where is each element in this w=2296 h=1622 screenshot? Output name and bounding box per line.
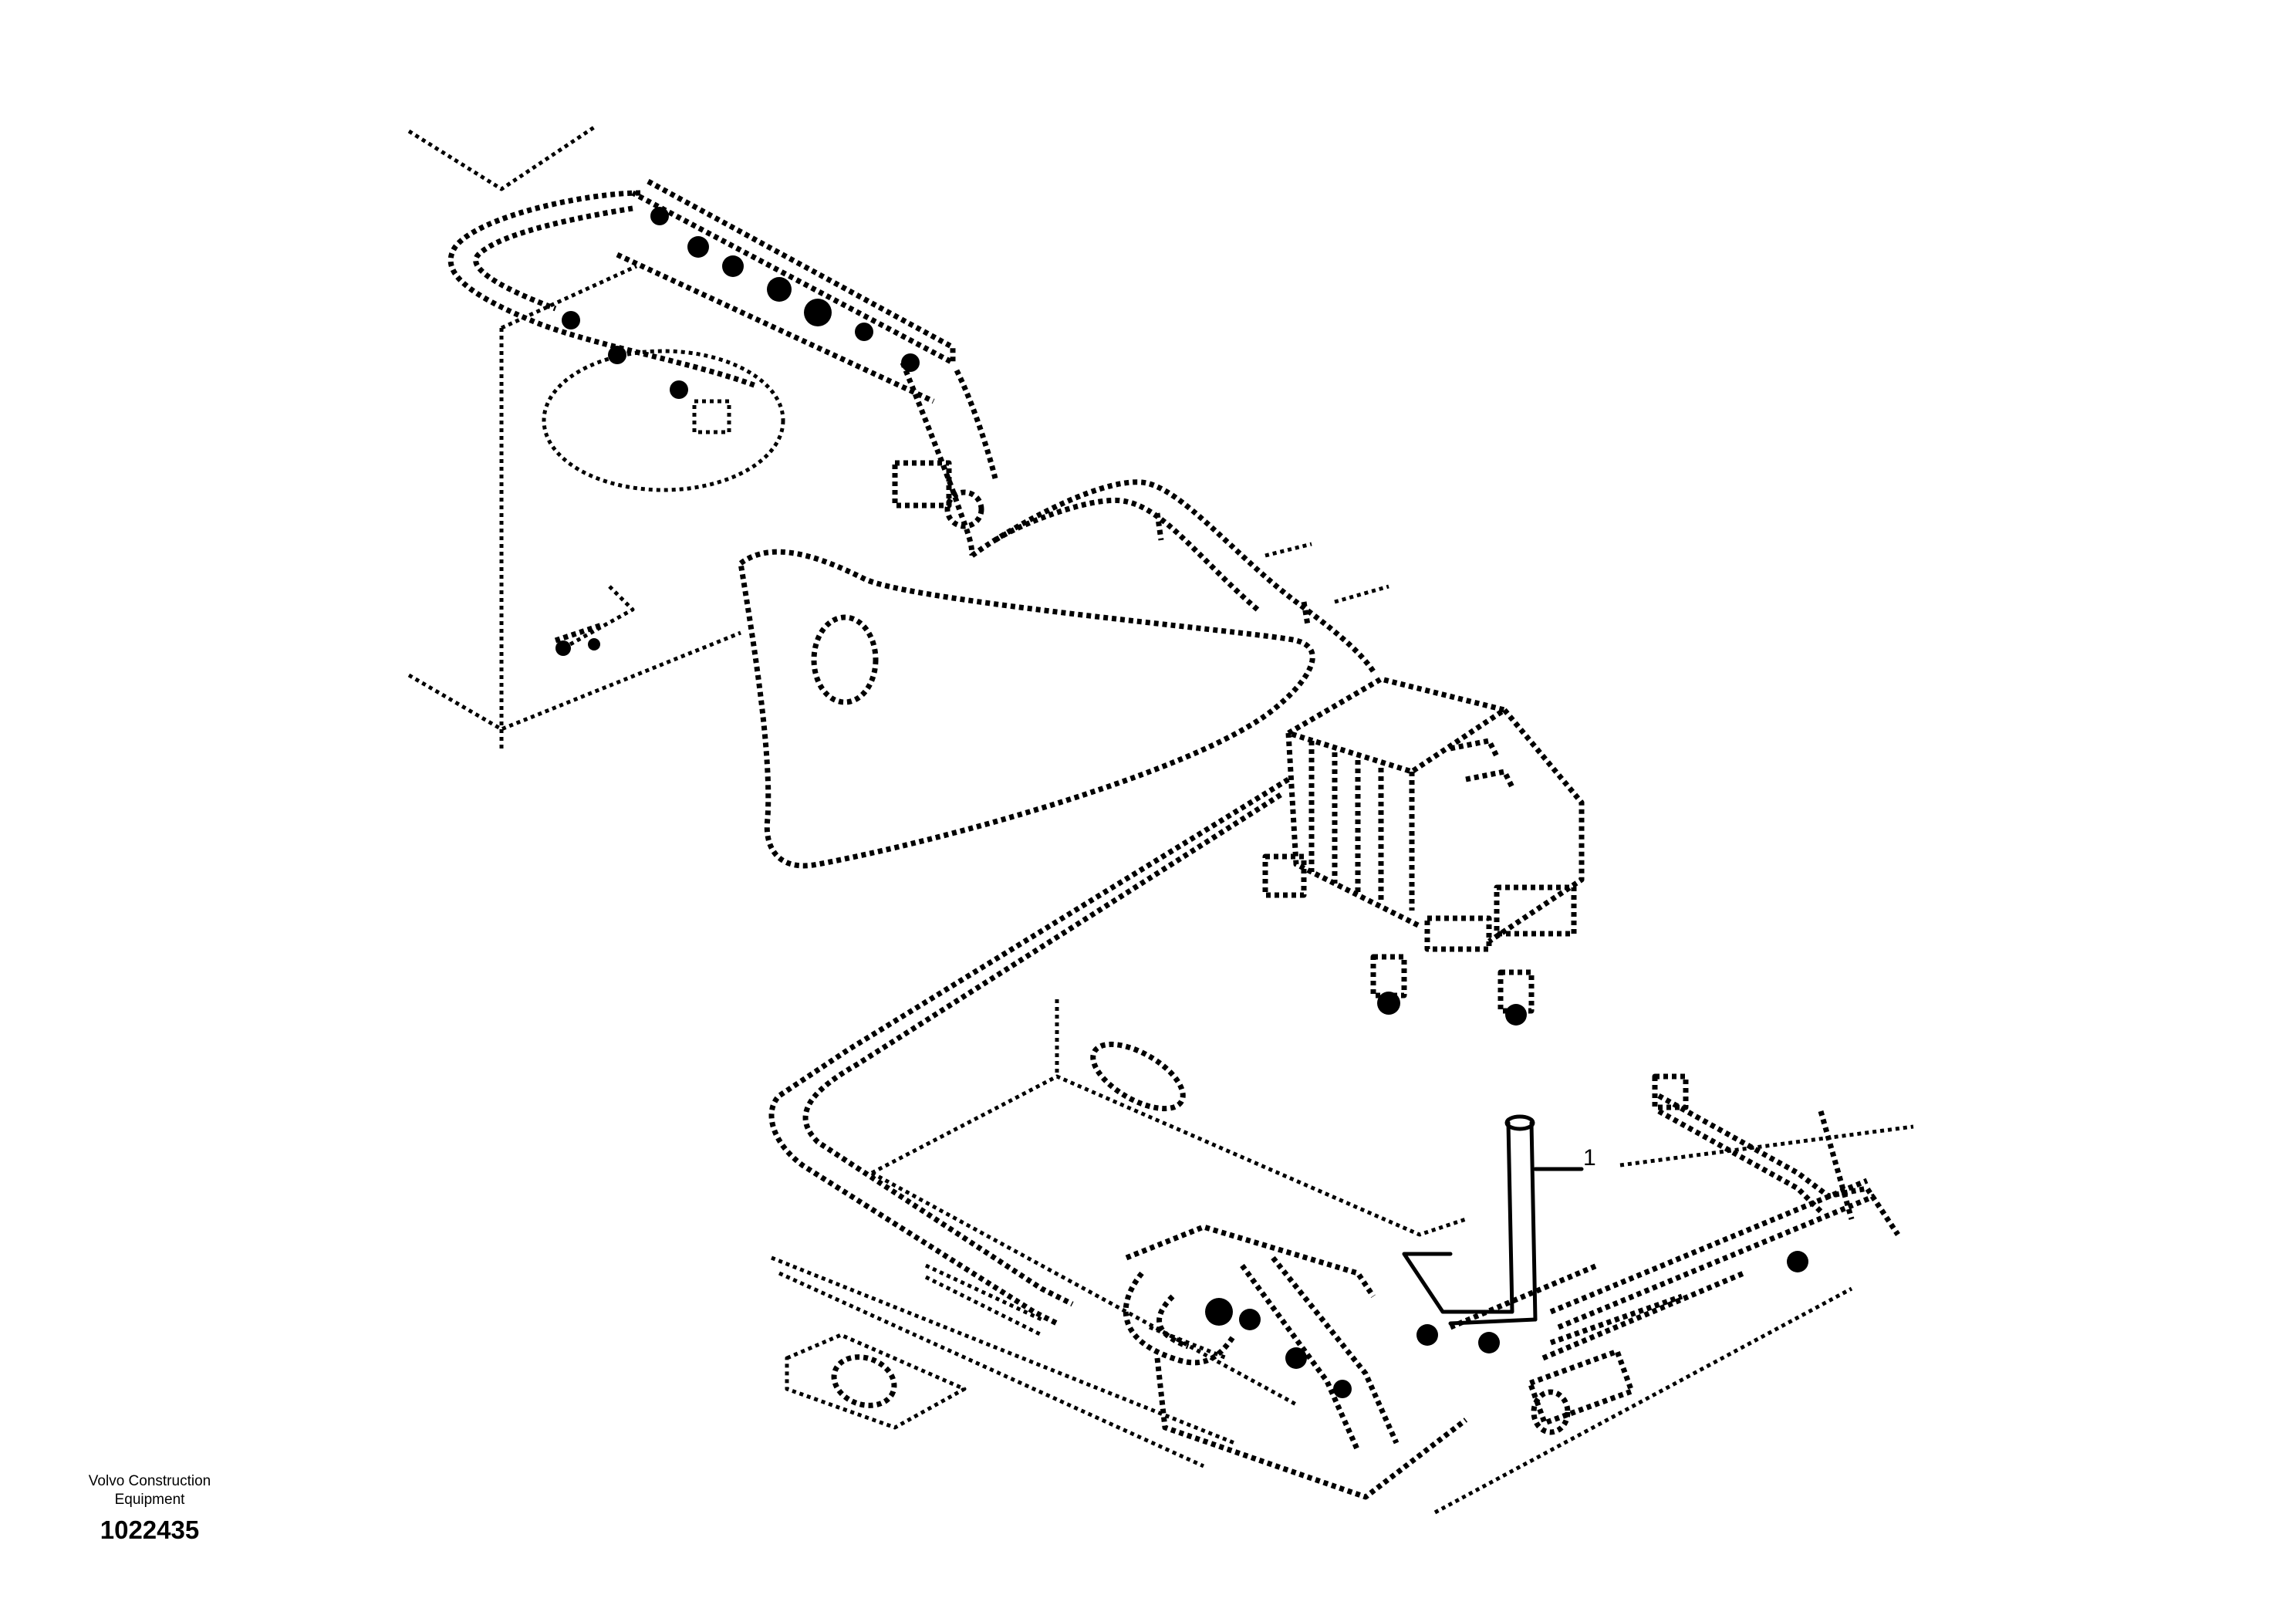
brand-line1: Volvo Construction [88,1473,211,1489]
junction-fittings [554,460,1389,650]
cooler-assembly [1262,676,1585,1026]
brand-line2: Equipment [114,1492,185,1508]
valve-assembly [1123,1224,1599,1500]
callout-label-1: 1 [1583,1145,1596,1171]
counterweight-plate [738,549,1315,869]
fuel-line-right [1527,1073,1900,1435]
hose-part-1[interactable] [1402,1114,1584,1326]
drawing-number: 1022435 [100,1516,200,1544]
lower-frame [771,999,1914,1515]
upper-harness [447,190,1376,673]
tank-cover [542,349,785,492]
cab-frame [407,125,741,752]
brand-label: Volvo Construction Equipment [49,1472,250,1509]
connector-rail [555,178,956,656]
main-harness [768,777,1290,1360]
